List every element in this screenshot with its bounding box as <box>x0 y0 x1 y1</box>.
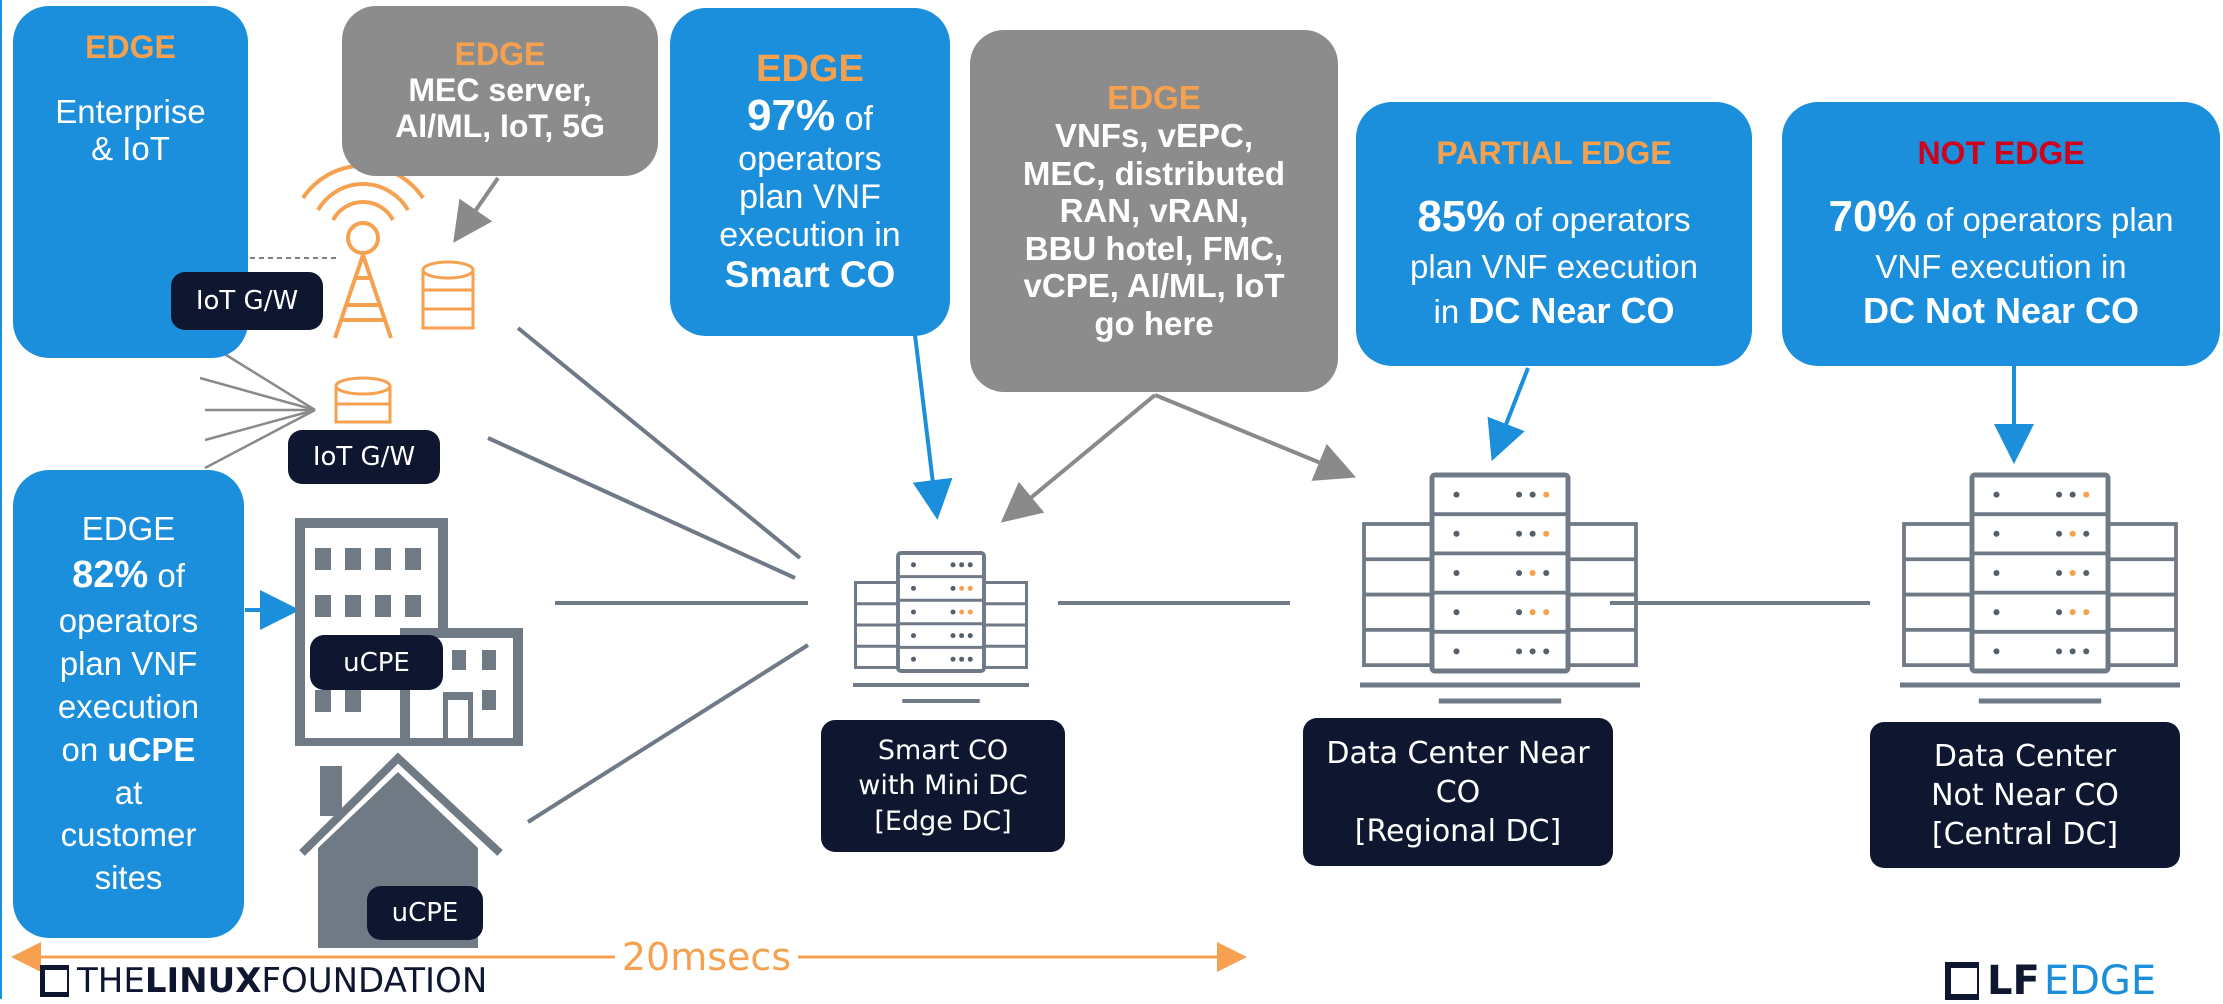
vnfs-heading: EDGE <box>1107 79 1201 117</box>
server-large-icon <box>1360 472 1640 704</box>
partial-edge-heading: PARTIAL EDGE <box>1436 134 1672 171</box>
smart-co-pct: 97% <box>747 90 836 140</box>
smart-co-bubble: EDGE 97% of operators plan VNF execution… <box>670 8 950 336</box>
smart-co-of: of <box>835 99 873 138</box>
mec-line1: MEC server, <box>408 72 592 109</box>
vnfs-l4: BBU hotel, FMC, <box>1024 229 1284 267</box>
dc-not-near-label-l3: [Central DC] <box>1931 816 2119 852</box>
smart-co-l2: operators <box>738 140 882 179</box>
ucpe-bubble: EDGE 82% of operators plan VNF execution… <box>13 470 244 938</box>
enterprise-heading: EDGE <box>85 29 176 65</box>
ucpe-l3: plan VNF <box>59 644 198 682</box>
lfedge-edge: EDGE <box>2043 958 2157 1004</box>
smart-co-arrow <box>912 334 953 520</box>
ucpe-heading: EDGE <box>81 509 176 547</box>
lf-foundation: FOUNDATION <box>261 961 488 1001</box>
dc-near-label: Data Center Near CO [Regional DC] <box>1303 718 1613 866</box>
iot-fan-lines <box>199 343 316 470</box>
smart-co-l5: Smart CO <box>724 254 896 296</box>
cell-tower-icon <box>301 163 425 339</box>
ucpe-l1: of <box>148 556 185 594</box>
ucpe-l4: execution <box>57 687 200 725</box>
vnfs-l5: vCPE, AI/ML, IoT <box>1023 267 1285 305</box>
mec-line2: AI/ML, IoT, 5G <box>395 107 605 144</box>
ucpe-l8: sites <box>94 859 163 897</box>
iot-gw-label-1: IoT G/W <box>171 272 323 330</box>
ucpe-stat: 82% of <box>72 551 185 600</box>
partial-edge-pct: 85% <box>1417 192 1506 242</box>
not-edge-bubble: NOT EDGE 70% of operators plan VNF execu… <box>1782 102 2220 366</box>
mec-arrow <box>453 176 500 243</box>
dc-near-label-l1: Data Center Near <box>1326 735 1590 771</box>
enterprise-line2: & IoT <box>91 129 170 167</box>
ucpe-l6: at <box>114 773 143 811</box>
ucpe-l5b: uCPE <box>107 730 196 768</box>
ucpe-pct: 82% <box>72 553 149 596</box>
iot-gw-label-2: IoT G/W <box>288 430 440 484</box>
database-icon <box>421 260 475 330</box>
ucpe-building-label: uCPE <box>310 635 443 690</box>
smart-co-label-l2: with Mini DC <box>858 770 1028 802</box>
office-building-icon <box>295 518 523 746</box>
dc-not-near-label-l1: Data Center <box>1933 738 2117 774</box>
server-small-icon <box>853 551 1029 703</box>
not-edge-pct: 70% <box>1828 192 1917 242</box>
partial-edge-l3-row: in DC Near CO <box>1434 288 1675 335</box>
mec-heading: EDGE <box>454 36 546 73</box>
ucpe-l5-row: on uCPE <box>62 729 196 772</box>
mec-bubble: EDGE MEC server, AI/ML, IoT, 5G <box>342 6 658 176</box>
partial-edge-l1: of operators <box>1505 201 1691 239</box>
vnfs-bubble: EDGE VNFs, vEPC, MEC, distributed RAN, v… <box>970 30 1338 392</box>
ucpe-house-label: uCPE <box>367 886 483 940</box>
database-icon <box>334 376 392 424</box>
dc-not-near-label-l2: Not Near CO <box>1931 777 2119 813</box>
lf-the: THE <box>77 961 145 1001</box>
smart-co-label-l1: Smart CO <box>877 735 1009 767</box>
partial-edge-bubble: PARTIAL EDGE 85% of operators plan VNF e… <box>1356 102 1752 366</box>
vnfs-arrow-right <box>1154 393 1357 481</box>
smart-co-l3: plan VNF <box>739 178 881 217</box>
latency-label: 20msecs <box>621 935 792 979</box>
partial-edge-stat: 85% of operators <box>1417 188 1690 245</box>
lf-linux: LINUX <box>144 961 262 1001</box>
dc-not-near-label: Data Center Not Near CO [Central DC] <box>1870 722 2180 868</box>
connection-lines <box>487 326 1870 824</box>
ucpe-l7: customer <box>60 816 197 854</box>
dc-near-label-l3: [Regional DC] <box>1354 813 1562 849</box>
partial-edge-l3: in <box>1433 293 1469 331</box>
vnfs-l2: MEC, distributed <box>1022 154 1286 192</box>
not-edge-l3: DC Not Near CO <box>1862 290 2140 332</box>
partial-edge-l2: plan VNF execution <box>1410 247 1698 285</box>
smart-co-label: Smart CO with Mini DC [Edge DC] <box>821 720 1065 852</box>
partial-edge-arrow <box>1487 367 1530 462</box>
ucpe-l2: operators <box>58 602 199 640</box>
vnfs-l3: RAN, vRAN, <box>1059 192 1249 230</box>
not-edge-heading: NOT EDGE <box>1917 134 2085 171</box>
not-edge-stat: 70% of operators plan <box>1829 188 2174 245</box>
smart-co-heading: EDGE <box>756 48 864 91</box>
vnfs-l1: VNFs, vEPC, <box>1054 116 1254 154</box>
lf-logo-mark-icon <box>40 965 69 997</box>
partial-edge-l3b: DC Near CO <box>1468 290 1675 332</box>
lfedge-lf: LF <box>1987 958 2040 1004</box>
smart-co-label-l3: [Edge DC] <box>874 805 1012 837</box>
not-edge-l1: of operators plan <box>1916 201 2174 239</box>
smart-co-stat: 97% of <box>747 91 873 140</box>
ucpe-l5: on <box>61 730 108 768</box>
smart-co-l4: execution in <box>719 216 901 255</box>
dc-near-label-l2: CO <box>1435 774 1481 810</box>
vnfs-arrow-left <box>1000 393 1157 523</box>
enterprise-line1: Enterprise <box>55 92 206 130</box>
lfedge-logo-mark-icon <box>1945 962 1979 1000</box>
server-large-icon <box>1900 472 2180 704</box>
not-edge-l2: VNF execution in <box>1875 247 2127 285</box>
vnfs-l6: go here <box>1094 305 1214 343</box>
